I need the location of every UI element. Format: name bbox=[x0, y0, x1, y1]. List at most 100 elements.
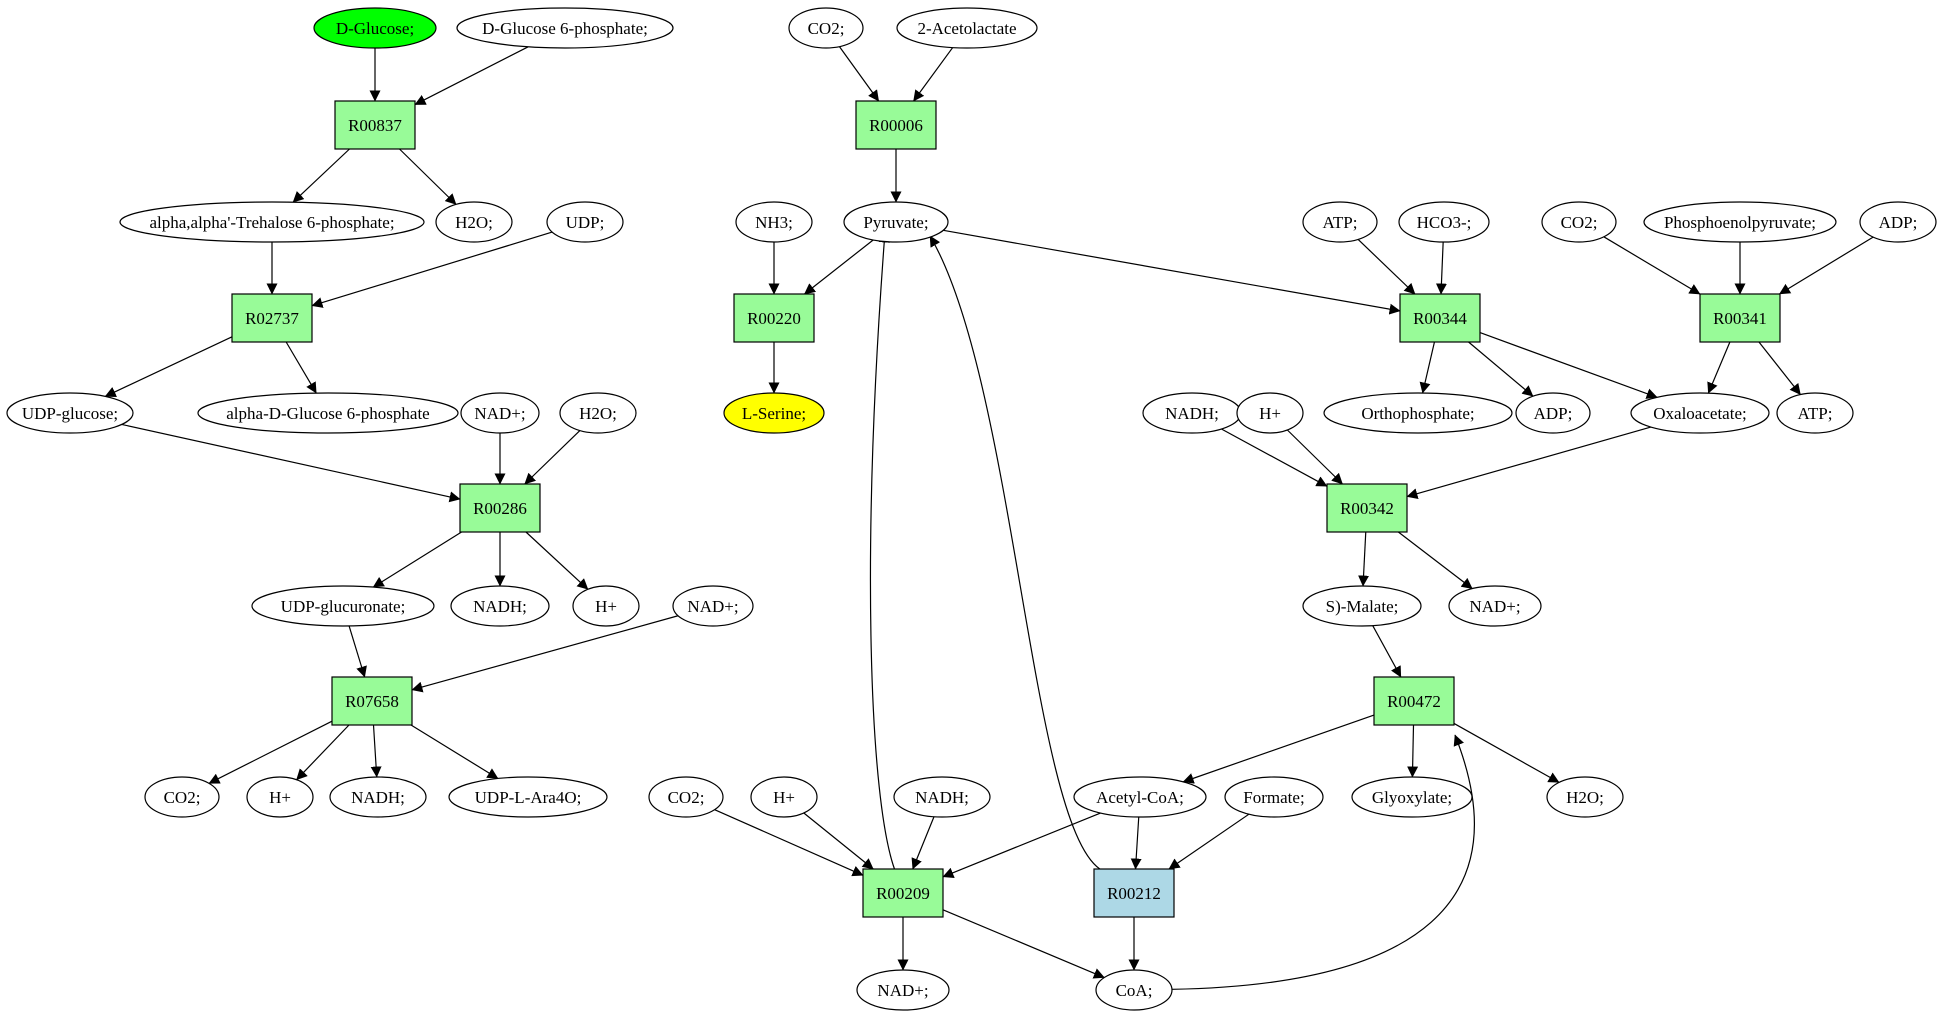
node-label: H+ bbox=[269, 788, 291, 807]
node-label: R00341 bbox=[1713, 309, 1767, 328]
compound-ellipse bbox=[559, 392, 637, 434]
node-label: NAD+; bbox=[687, 597, 738, 616]
compound-node-nadp_d: NAD+; bbox=[1448, 585, 1542, 627]
edge-nadh_c-to-R00209 bbox=[911, 816, 935, 870]
node-label: H+ bbox=[773, 788, 795, 807]
edge-nadp_b-to-R07658 bbox=[411, 615, 679, 693]
reaction-node-R00209: R00209 bbox=[862, 868, 944, 918]
compound-ellipse bbox=[1351, 776, 1473, 818]
reaction-node-R00006: R00006 bbox=[855, 100, 937, 150]
compound-node-udp: UDP; bbox=[546, 201, 624, 243]
compound-ellipse bbox=[329, 776, 427, 818]
node-label: R00212 bbox=[1107, 884, 1161, 903]
node-label: R07658 bbox=[345, 692, 399, 711]
node-label: NAD+; bbox=[877, 981, 928, 1000]
compound-node-co2_d: CO2; bbox=[1541, 201, 1617, 243]
edge-R00344-to-orthophos bbox=[1419, 341, 1436, 394]
compound-ellipse bbox=[896, 7, 1038, 49]
node-label: alpha-D-Glucose 6-phosphate bbox=[226, 404, 429, 423]
node-label: R00006 bbox=[869, 116, 923, 135]
edge-R00837-to-tre6p bbox=[292, 148, 350, 203]
edge-formate-to-R00212 bbox=[1168, 813, 1250, 870]
compound-node-co2_b: CO2; bbox=[788, 7, 864, 49]
compound-node-pyruvate: Pyruvate; bbox=[843, 201, 949, 243]
compound-node-co2_c: CO2; bbox=[648, 776, 724, 818]
node-label: H2O; bbox=[579, 404, 617, 423]
reaction-box bbox=[459, 483, 541, 533]
compound-ellipse bbox=[448, 776, 608, 818]
edge-R00342-to-nadp_d bbox=[1397, 531, 1473, 590]
compound-node-acetylcoa: Acetyl-CoA; bbox=[1073, 776, 1207, 818]
node-label: R00220 bbox=[747, 309, 801, 328]
compound-ellipse bbox=[1302, 585, 1422, 627]
compound-ellipse bbox=[1323, 392, 1513, 434]
edges-layer bbox=[104, 46, 1874, 990]
compound-ellipse bbox=[1515, 392, 1591, 434]
edge-hco3-to-R00344 bbox=[1435, 241, 1447, 295]
node-label: Acetyl-CoA; bbox=[1096, 788, 1184, 807]
compound-node-coa: CoA; bbox=[1095, 969, 1173, 1011]
compound-ellipse bbox=[1630, 392, 1770, 434]
compound-node-hp_b: H+ bbox=[246, 776, 314, 818]
node-label: D-Glucose; bbox=[336, 19, 414, 38]
edge-hp_c-to-R00209 bbox=[803, 812, 874, 870]
node-label: NADH; bbox=[351, 788, 405, 807]
compound-node-hp_d: H+ bbox=[1236, 392, 1304, 434]
node-label: R00286 bbox=[473, 499, 527, 518]
compound-node-orthophos: Orthophosphate; bbox=[1323, 392, 1513, 434]
node-label: CO2; bbox=[668, 788, 705, 807]
edge-coa-to-R00472 bbox=[1171, 734, 1475, 990]
reaction-node-R00286: R00286 bbox=[459, 483, 541, 533]
node-label: R00837 bbox=[348, 116, 402, 135]
compound-ellipse bbox=[1073, 776, 1207, 818]
node-label: NADH; bbox=[915, 788, 969, 807]
node-label: CO2; bbox=[1561, 213, 1598, 232]
compound-ellipse bbox=[313, 7, 437, 49]
reaction-node-R00342: R00342 bbox=[1326, 483, 1408, 533]
compound-ellipse bbox=[246, 776, 314, 818]
compound-ellipse bbox=[1302, 201, 1378, 243]
compound-ellipse bbox=[672, 585, 754, 627]
edge-co2_c-to-R00209 bbox=[714, 809, 864, 877]
compound-node-formate: Formate; bbox=[1224, 776, 1324, 818]
edge-udpglcur-to-R07658 bbox=[348, 625, 367, 678]
compound-node-udpglc: UDP-glucose; bbox=[6, 392, 134, 434]
edge-R00341-to-oxaloac bbox=[1707, 341, 1731, 394]
compound-ellipse bbox=[197, 392, 459, 434]
compound-ellipse bbox=[648, 776, 724, 818]
reaction-node-R00837: R00837 bbox=[334, 100, 416, 150]
reaction-box bbox=[1399, 293, 1481, 343]
compound-node-atp_a: ATP; bbox=[1302, 201, 1378, 243]
compound-ellipse bbox=[450, 585, 550, 627]
node-label: Formate; bbox=[1243, 788, 1304, 807]
node-label: ADP; bbox=[1879, 213, 1918, 232]
node-label: 2-Acetolactate bbox=[917, 19, 1016, 38]
compound-node-adg6p: alpha-D-Glucose 6-phosphate bbox=[197, 392, 459, 434]
edge-R00344-to-oxaloac bbox=[1479, 332, 1658, 399]
edge-R00286-to-hp_a bbox=[525, 531, 589, 590]
reaction-box bbox=[231, 293, 313, 343]
compound-node-h2o_b: H2O; bbox=[559, 392, 637, 434]
compound-ellipse bbox=[572, 585, 640, 627]
edge-R00212-to-pyruvate bbox=[929, 235, 1101, 870]
compound-ellipse bbox=[1095, 969, 1173, 1011]
compound-node-atp_b: ATP; bbox=[1776, 392, 1854, 434]
node-label: H2O; bbox=[1566, 788, 1604, 807]
compound-ellipse bbox=[723, 392, 825, 434]
node-label: Orthophosphate; bbox=[1361, 404, 1474, 423]
edge-atp_a-to-R00344 bbox=[1357, 238, 1416, 295]
edge-acetylcoa-to-R00212 bbox=[1130, 816, 1142, 870]
compound-node-tre6p: alpha,alpha'-Trehalose 6-phosphate; bbox=[119, 201, 425, 243]
edge-dg6p-to-R00837 bbox=[414, 46, 529, 106]
edge-R00209-to-pyruvate bbox=[869, 231, 896, 870]
compound-ellipse bbox=[251, 585, 435, 627]
compound-ellipse bbox=[1776, 392, 1854, 434]
edge-R00837-to-h2o_a bbox=[399, 148, 457, 205]
edge-acetolac-to-R00006 bbox=[913, 47, 954, 102]
compound-node-dglucose: D-Glucose; bbox=[313, 7, 437, 49]
reaction-box bbox=[1093, 868, 1175, 918]
reaction-box bbox=[855, 100, 937, 150]
edge-smalate-to-R00472 bbox=[1372, 625, 1402, 678]
node-label: alpha,alpha'-Trehalose 6-phosphate; bbox=[149, 213, 394, 232]
compound-ellipse bbox=[843, 201, 949, 243]
